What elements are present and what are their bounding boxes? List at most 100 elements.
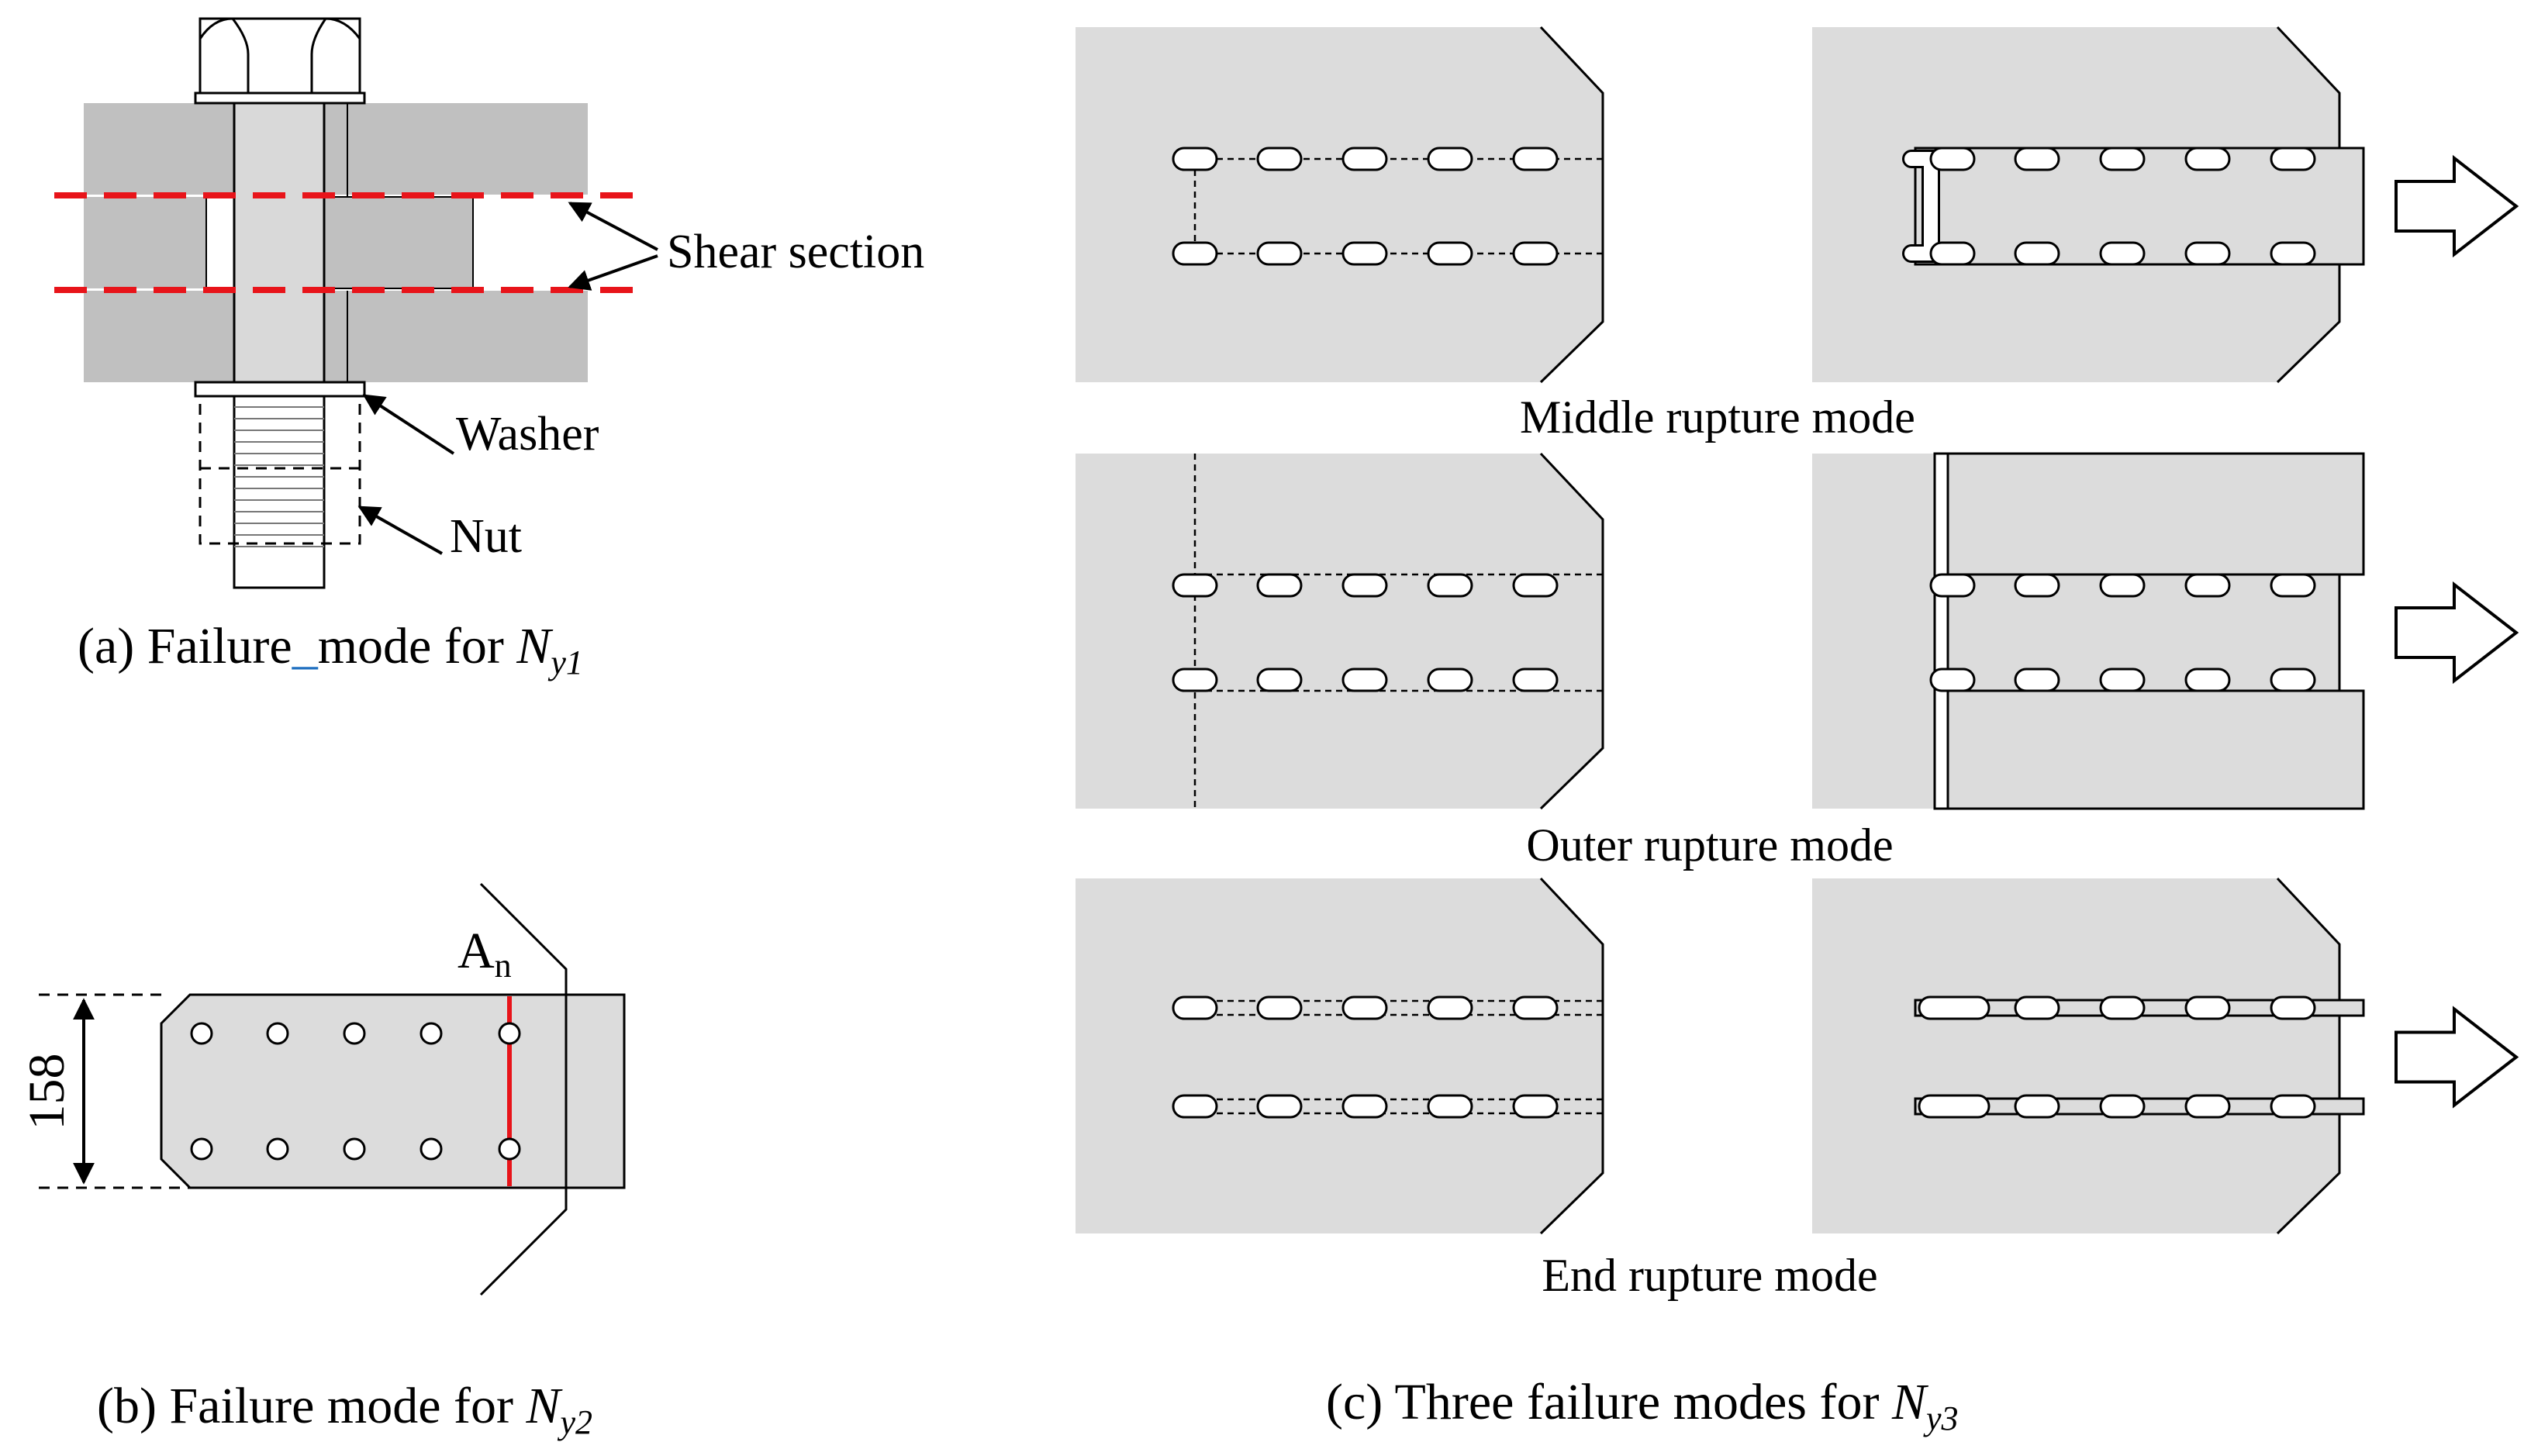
- slot-hole-before-outer: [1341, 573, 1388, 598]
- slot-hole-after-end: [2099, 995, 2146, 1020]
- slot-hole-before-outer: [1256, 668, 1303, 692]
- slot-hole-before-end: [1256, 1094, 1303, 1119]
- slot-hole-before-end: [1172, 1094, 1218, 1119]
- slot-hole-after-outer: [2099, 668, 2146, 692]
- bolt-holes: [190, 1022, 443, 1161]
- slot-hole-after-outer: [2184, 668, 2231, 692]
- slot-hole-before-outer: [1512, 668, 1559, 692]
- slot-hole-after-outer: [1929, 668, 1976, 692]
- slot-hole-after-outer: [1929, 573, 1976, 598]
- slot-hole-after-end: [2099, 1094, 2146, 1119]
- slot-hole-after-middle: [2184, 241, 2231, 266]
- slot-hole-before-middle: [1512, 147, 1559, 171]
- shear-arrow-upper: [568, 202, 658, 251]
- load-arrow-end: [2395, 1006, 2519, 1109]
- slot-hole-after-middle: [2099, 241, 2146, 266]
- slot-hole-before-middle: [1427, 241, 1473, 266]
- slot-hole-before-outer: [1427, 668, 1473, 692]
- middle-plate-right: [323, 196, 474, 289]
- slot-hole-after-middle: [2099, 147, 2146, 171]
- panel-a-bolt-section: Shear section Washer Nut (a) Failure_mod…: [54, 17, 924, 681]
- panel-b-net-section: 158 An (b) Failure mode for Ny2: [19, 882, 626, 1441]
- plate-after-end: [1812, 878, 2339, 1233]
- slot-hole-after-outer: [2270, 573, 2316, 598]
- slot-hole-before-middle: [1256, 241, 1303, 266]
- slot-hole-after-middle: [1929, 147, 1976, 171]
- bolt-shank: [233, 102, 326, 384]
- washer-label: Washer: [456, 408, 599, 461]
- dimension-label: 158: [19, 1054, 75, 1130]
- slot-hole-before-middle: [1172, 241, 1218, 266]
- slot-hole-before-end: [1427, 995, 1473, 1020]
- slot-hole-after-outer: [2184, 573, 2231, 598]
- bolt-head: [199, 17, 361, 95]
- panel-b-caption: (b) Failure mode for Ny2: [97, 1378, 592, 1441]
- head-washer: [194, 91, 366, 105]
- slot-hole-before-outer: [1512, 573, 1559, 598]
- outer-block-top: [1946, 452, 2365, 576]
- plate-before-middle: [1076, 27, 1603, 382]
- shear-section-label: Shear section: [667, 226, 924, 278]
- net-area-label: An: [457, 923, 512, 985]
- slot-hole-before-middle: [1172, 147, 1218, 171]
- nut-outline: [199, 395, 361, 545]
- slot-hole-after-end: [2270, 1094, 2316, 1119]
- slot-hole-after-middle: [2184, 147, 2231, 171]
- slot-hole-before-end: [1512, 995, 1559, 1020]
- plate-before-outer: [1076, 454, 1603, 809]
- nut-arrow: [357, 505, 443, 555]
- slot-hole-before-end: [1341, 1094, 1388, 1119]
- load-arrow-outer: [2395, 581, 2519, 685]
- gusset-edge: [479, 882, 568, 1296]
- slot-hole-after-end: [2184, 995, 2231, 1020]
- slot-hole-before-outer: [1256, 573, 1303, 598]
- nut-label: Nut: [450, 510, 522, 563]
- bottom-plate: [84, 291, 588, 382]
- plate-before-middle-edge: [1539, 26, 1604, 384]
- slot-hole-before-middle: [1512, 241, 1559, 266]
- slot-hole-before-end: [1256, 995, 1303, 1020]
- slot-hole-after-middle: [2014, 241, 2060, 266]
- slot-hole-before-middle: [1341, 241, 1388, 266]
- slot-hole-after-end: [2014, 1094, 2060, 1119]
- slot-hole-before-outer: [1427, 573, 1473, 598]
- splice-plate: [160, 993, 626, 1189]
- slot-hole-after-outer: [2014, 668, 2060, 692]
- slot-hole-before-outer: [1341, 668, 1388, 692]
- plate-after-end-edge: [2276, 877, 2341, 1235]
- slot-hole-after-end: [1918, 1094, 1991, 1119]
- slot-hole-before-end: [1512, 1094, 1559, 1119]
- panel-a-caption: (a) Failure_mode for Ny1: [78, 618, 583, 681]
- slot-hole-before-end: [1341, 995, 1388, 1020]
- slot-hole-after-middle: [2270, 241, 2316, 266]
- slot-hole-before-middle: [1427, 147, 1473, 171]
- slot-hole-after-outer: [2270, 668, 2316, 692]
- mode-label-outer: Outer rupture mode: [1526, 819, 1893, 871]
- slot-hole-after-outer: [2014, 573, 2060, 598]
- panel-c-caption: (c) Three failure modes for Ny3: [1326, 1374, 1959, 1437]
- mode-label-end: End rupture mode: [1542, 1250, 1877, 1301]
- slot-hole-after-end: [2184, 1094, 2231, 1119]
- washer: [194, 381, 366, 398]
- slot-hole-after-middle: [2014, 147, 2060, 171]
- plate-before-end: [1076, 878, 1603, 1233]
- load-arrow-middle: [2395, 154, 2519, 258]
- outer-block-bottom: [1946, 689, 2365, 810]
- mode-label-middle: Middle rupture mode: [1520, 392, 1915, 443]
- slot-hole-after-end: [2270, 995, 2316, 1020]
- bolt-thread: [233, 395, 326, 589]
- top-plate: [84, 103, 588, 195]
- plate-before-end-edge: [1539, 877, 1604, 1235]
- tear-gap: [1933, 452, 1949, 810]
- plate-before-outer-edge: [1539, 452, 1604, 810]
- slot-hole-before-outer: [1172, 573, 1218, 598]
- panel-c-rupture-modes: Middle rupture mode Outer rupture mode E…: [1076, 26, 2519, 1437]
- shear-arrow-lower: [568, 254, 658, 291]
- slot-hole-after-end: [1918, 995, 1991, 1020]
- slot-hole-after-middle: [2270, 147, 2316, 171]
- slot-hole-before-end: [1172, 995, 1218, 1020]
- slot-hole-before-outer: [1172, 668, 1218, 692]
- slot-hole-before-middle: [1341, 147, 1388, 171]
- slot-hole-before-end: [1427, 1094, 1473, 1119]
